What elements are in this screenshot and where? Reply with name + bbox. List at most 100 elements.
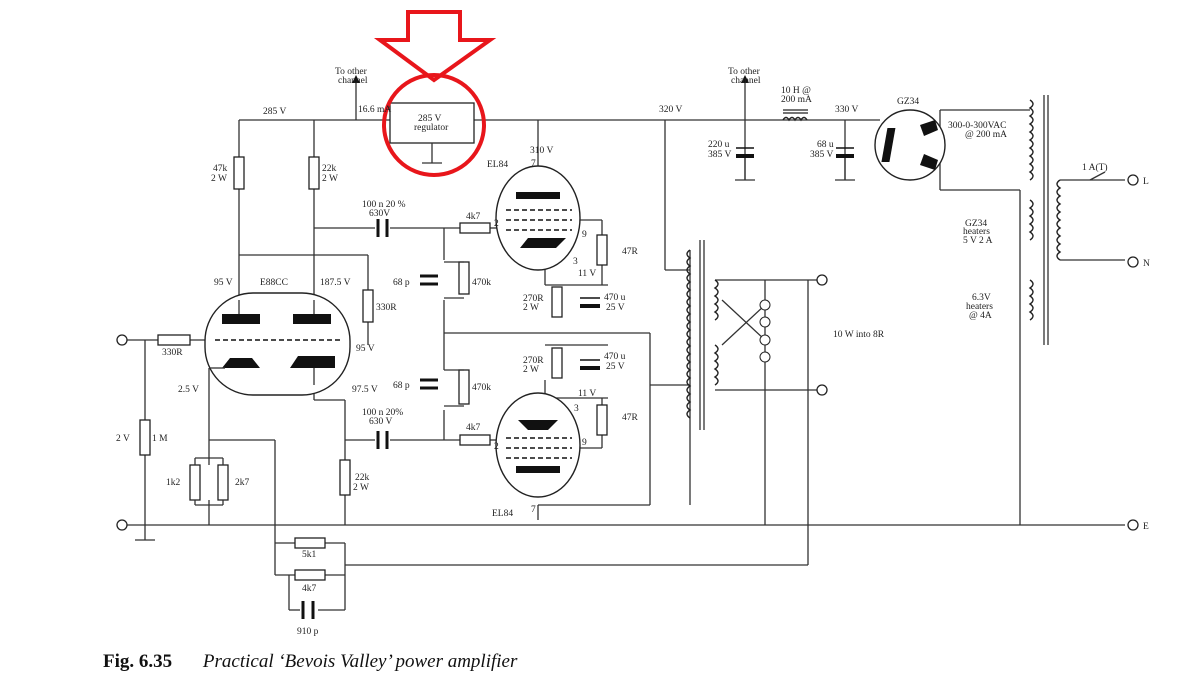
label-470k-top: 470k xyxy=(472,278,491,288)
figure-caption: Fig. 6.35 Practical ‘Bevois Valley’ powe… xyxy=(103,651,517,673)
label-2v: 2 V xyxy=(116,434,130,444)
label-330R-mid: 330R xyxy=(376,303,397,313)
label-47R-bot: 47R xyxy=(622,413,639,423)
label-to-other-channel-1b: channel xyxy=(338,76,368,86)
el84-top-tube xyxy=(495,165,581,271)
output-terminal-top xyxy=(816,274,828,286)
resistor-4k7-bot xyxy=(459,434,491,446)
label-c68-1: 68 u xyxy=(817,140,834,150)
label-330v: 330 V xyxy=(835,105,858,115)
label-22k-bot-2: 2 W xyxy=(353,483,369,493)
label-pin9-bot: 9 xyxy=(582,438,587,448)
label-1k2: 1k2 xyxy=(166,478,181,488)
resistor-270R-top xyxy=(551,286,563,318)
label-pin7-top: 7 xyxy=(531,159,536,169)
label-to-other-channel-2: To other xyxy=(728,67,761,77)
label-mains-1: 300-0-300VAC xyxy=(948,121,1006,131)
e88cc-tube xyxy=(204,292,351,401)
resistor-270R-bot xyxy=(551,347,563,379)
label-mains-2: @ 200 mA xyxy=(965,130,1007,140)
label-187v: 187.5 V xyxy=(320,278,351,288)
resistor-330R-mid xyxy=(362,289,374,323)
coupling-cap-bot xyxy=(376,431,389,449)
label-cc100-2: 630V xyxy=(369,209,390,219)
resistor-470k-top xyxy=(458,261,470,295)
label-270R-bot-1: 270R xyxy=(523,356,544,366)
label-11v-top: 11 V xyxy=(578,269,596,279)
label-pin2-bot: 2 xyxy=(494,442,499,452)
label-pin2-top: 2 xyxy=(494,219,499,229)
resistor-22k xyxy=(308,156,320,190)
bias-network-lines xyxy=(194,261,464,506)
label-47R-top: 47R xyxy=(622,247,639,257)
resistor-4k7-fb xyxy=(294,569,326,581)
resistor-22k-bot xyxy=(339,459,351,496)
label-470u-top-1: 470 u xyxy=(604,293,626,303)
label-choke-1: 10 H @ xyxy=(781,86,811,96)
coupling-cap-top xyxy=(376,219,389,237)
output-terminal-bot xyxy=(816,384,828,396)
regulator-block xyxy=(389,102,475,164)
label-95v-mid: 95 V xyxy=(356,344,375,354)
label-to-other-channel-1: To other xyxy=(335,67,368,77)
label-pin3-bot: 3 xyxy=(574,404,579,414)
label-2k7: 2k7 xyxy=(235,478,250,488)
terminal-N xyxy=(1127,256,1139,268)
label-reg-2: regulator xyxy=(414,123,449,133)
label-c220-1: 220 u xyxy=(708,140,730,150)
label-pin3-top: 3 xyxy=(573,257,578,267)
terminal-E xyxy=(1127,519,1139,531)
label-470u-bot-2: 25 V xyxy=(606,362,625,372)
input-terminal xyxy=(116,334,128,346)
mains-transformer xyxy=(1028,95,1106,345)
label-270R-top-2: 2 W xyxy=(523,303,539,313)
label-output: 10 W into 8R xyxy=(833,330,885,340)
cap-68p-bot xyxy=(420,378,438,390)
capacitors xyxy=(301,147,854,619)
label-270R-bot-2: 2 W xyxy=(523,365,539,375)
label-1M: 1 M xyxy=(152,434,168,444)
output-transformer xyxy=(686,240,771,430)
cap-910p xyxy=(301,601,315,619)
resistor-330R-in xyxy=(157,334,191,346)
label-910p: 910 p xyxy=(297,627,319,637)
resistor-5k1 xyxy=(294,537,326,549)
label-choke-2: 200 mA xyxy=(781,95,812,105)
label-gz34-heaters-1: GZ34 xyxy=(965,219,987,229)
label-gz34: GZ34 xyxy=(897,97,919,107)
label-pin7-bot: 7 xyxy=(531,505,536,515)
label-285v: 285 V xyxy=(263,107,286,117)
label-95v-left: 95 V xyxy=(214,278,233,288)
ground-terminal xyxy=(116,519,128,531)
component-labels: To other channel 16.6 mA 285 V 285 V reg… xyxy=(116,67,1150,637)
figure-number: Fig. 6.35 xyxy=(103,651,173,672)
label-el84-bot: EL84 xyxy=(492,509,513,519)
label-330R-in: 330R xyxy=(162,348,183,358)
resistor-1M xyxy=(139,419,151,456)
label-470u-top-2: 25 V xyxy=(606,303,625,313)
resistor-1k2 xyxy=(189,464,201,501)
label-to-other-channel-2b: channel xyxy=(731,76,761,86)
label-470u-bot-1: 470 u xyxy=(604,352,626,362)
resistors xyxy=(139,156,608,581)
label-310v: 310 V xyxy=(530,146,553,156)
label-heaters-1: 6.3V xyxy=(972,293,991,303)
label-heaters-3: @ 4A xyxy=(969,311,992,321)
terminals xyxy=(116,174,1139,531)
label-470k-bot: 470k xyxy=(472,383,491,393)
label-r47k-2: 2 W xyxy=(211,174,227,184)
label-cc100-1: 100 n 20 % xyxy=(362,200,406,210)
label-cc100b-1: 100 n 20% xyxy=(362,408,403,418)
label-el84-top: EL84 xyxy=(487,160,508,170)
label-reg-1: 285 V xyxy=(418,114,441,124)
label-5k1: 5k1 xyxy=(302,550,317,560)
label-N: N xyxy=(1143,259,1150,269)
label-4k7-fb: 4k7 xyxy=(302,584,317,594)
resistor-4k7-top xyxy=(459,222,491,234)
label-gz34-heaters-3: 5 V 2 A xyxy=(963,236,993,246)
label-e88cc: E88CC xyxy=(260,278,288,288)
terminal-L xyxy=(1127,174,1139,186)
gz34-rectifier xyxy=(874,109,946,181)
label-320v: 320 V xyxy=(659,105,682,115)
label-r47k-1: 47k xyxy=(213,164,228,174)
